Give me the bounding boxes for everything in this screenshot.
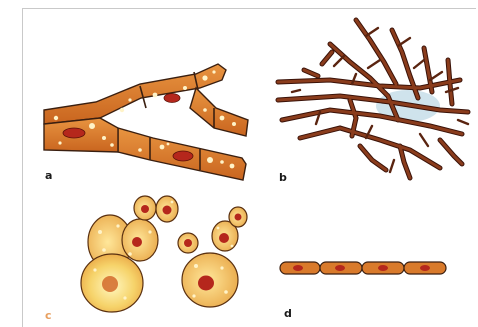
nucleus — [102, 276, 118, 292]
yeast-cluster-left — [81, 196, 178, 312]
nucleus — [184, 239, 192, 247]
nucleus — [219, 233, 229, 243]
nucleus — [132, 237, 142, 247]
panel-c-budding-yeast — [81, 196, 247, 312]
panel-label-c: c — [45, 310, 52, 321]
nucleus — [235, 214, 242, 221]
panel-label-d: d — [284, 308, 292, 319]
nucleus — [335, 265, 345, 271]
nucleus — [378, 265, 388, 271]
panel-b-mycelium — [278, 20, 468, 178]
panel-d-cell-chain — [280, 262, 446, 274]
panel-label-a: a — [45, 170, 52, 181]
nucleus — [198, 276, 214, 291]
nucleus — [173, 151, 193, 161]
nucleus — [164, 94, 180, 103]
panel-label-b: b — [279, 172, 287, 183]
nucleus — [63, 128, 85, 138]
panel-a-septate-hypha — [44, 64, 248, 180]
nucleus — [163, 206, 172, 215]
hypha-right-branch — [190, 88, 248, 136]
nucleus — [141, 205, 149, 213]
nucleus — [293, 265, 303, 271]
yeast-cluster-right — [178, 207, 247, 307]
nucleus — [420, 265, 430, 271]
mycelium-hyphae — [278, 20, 468, 178]
